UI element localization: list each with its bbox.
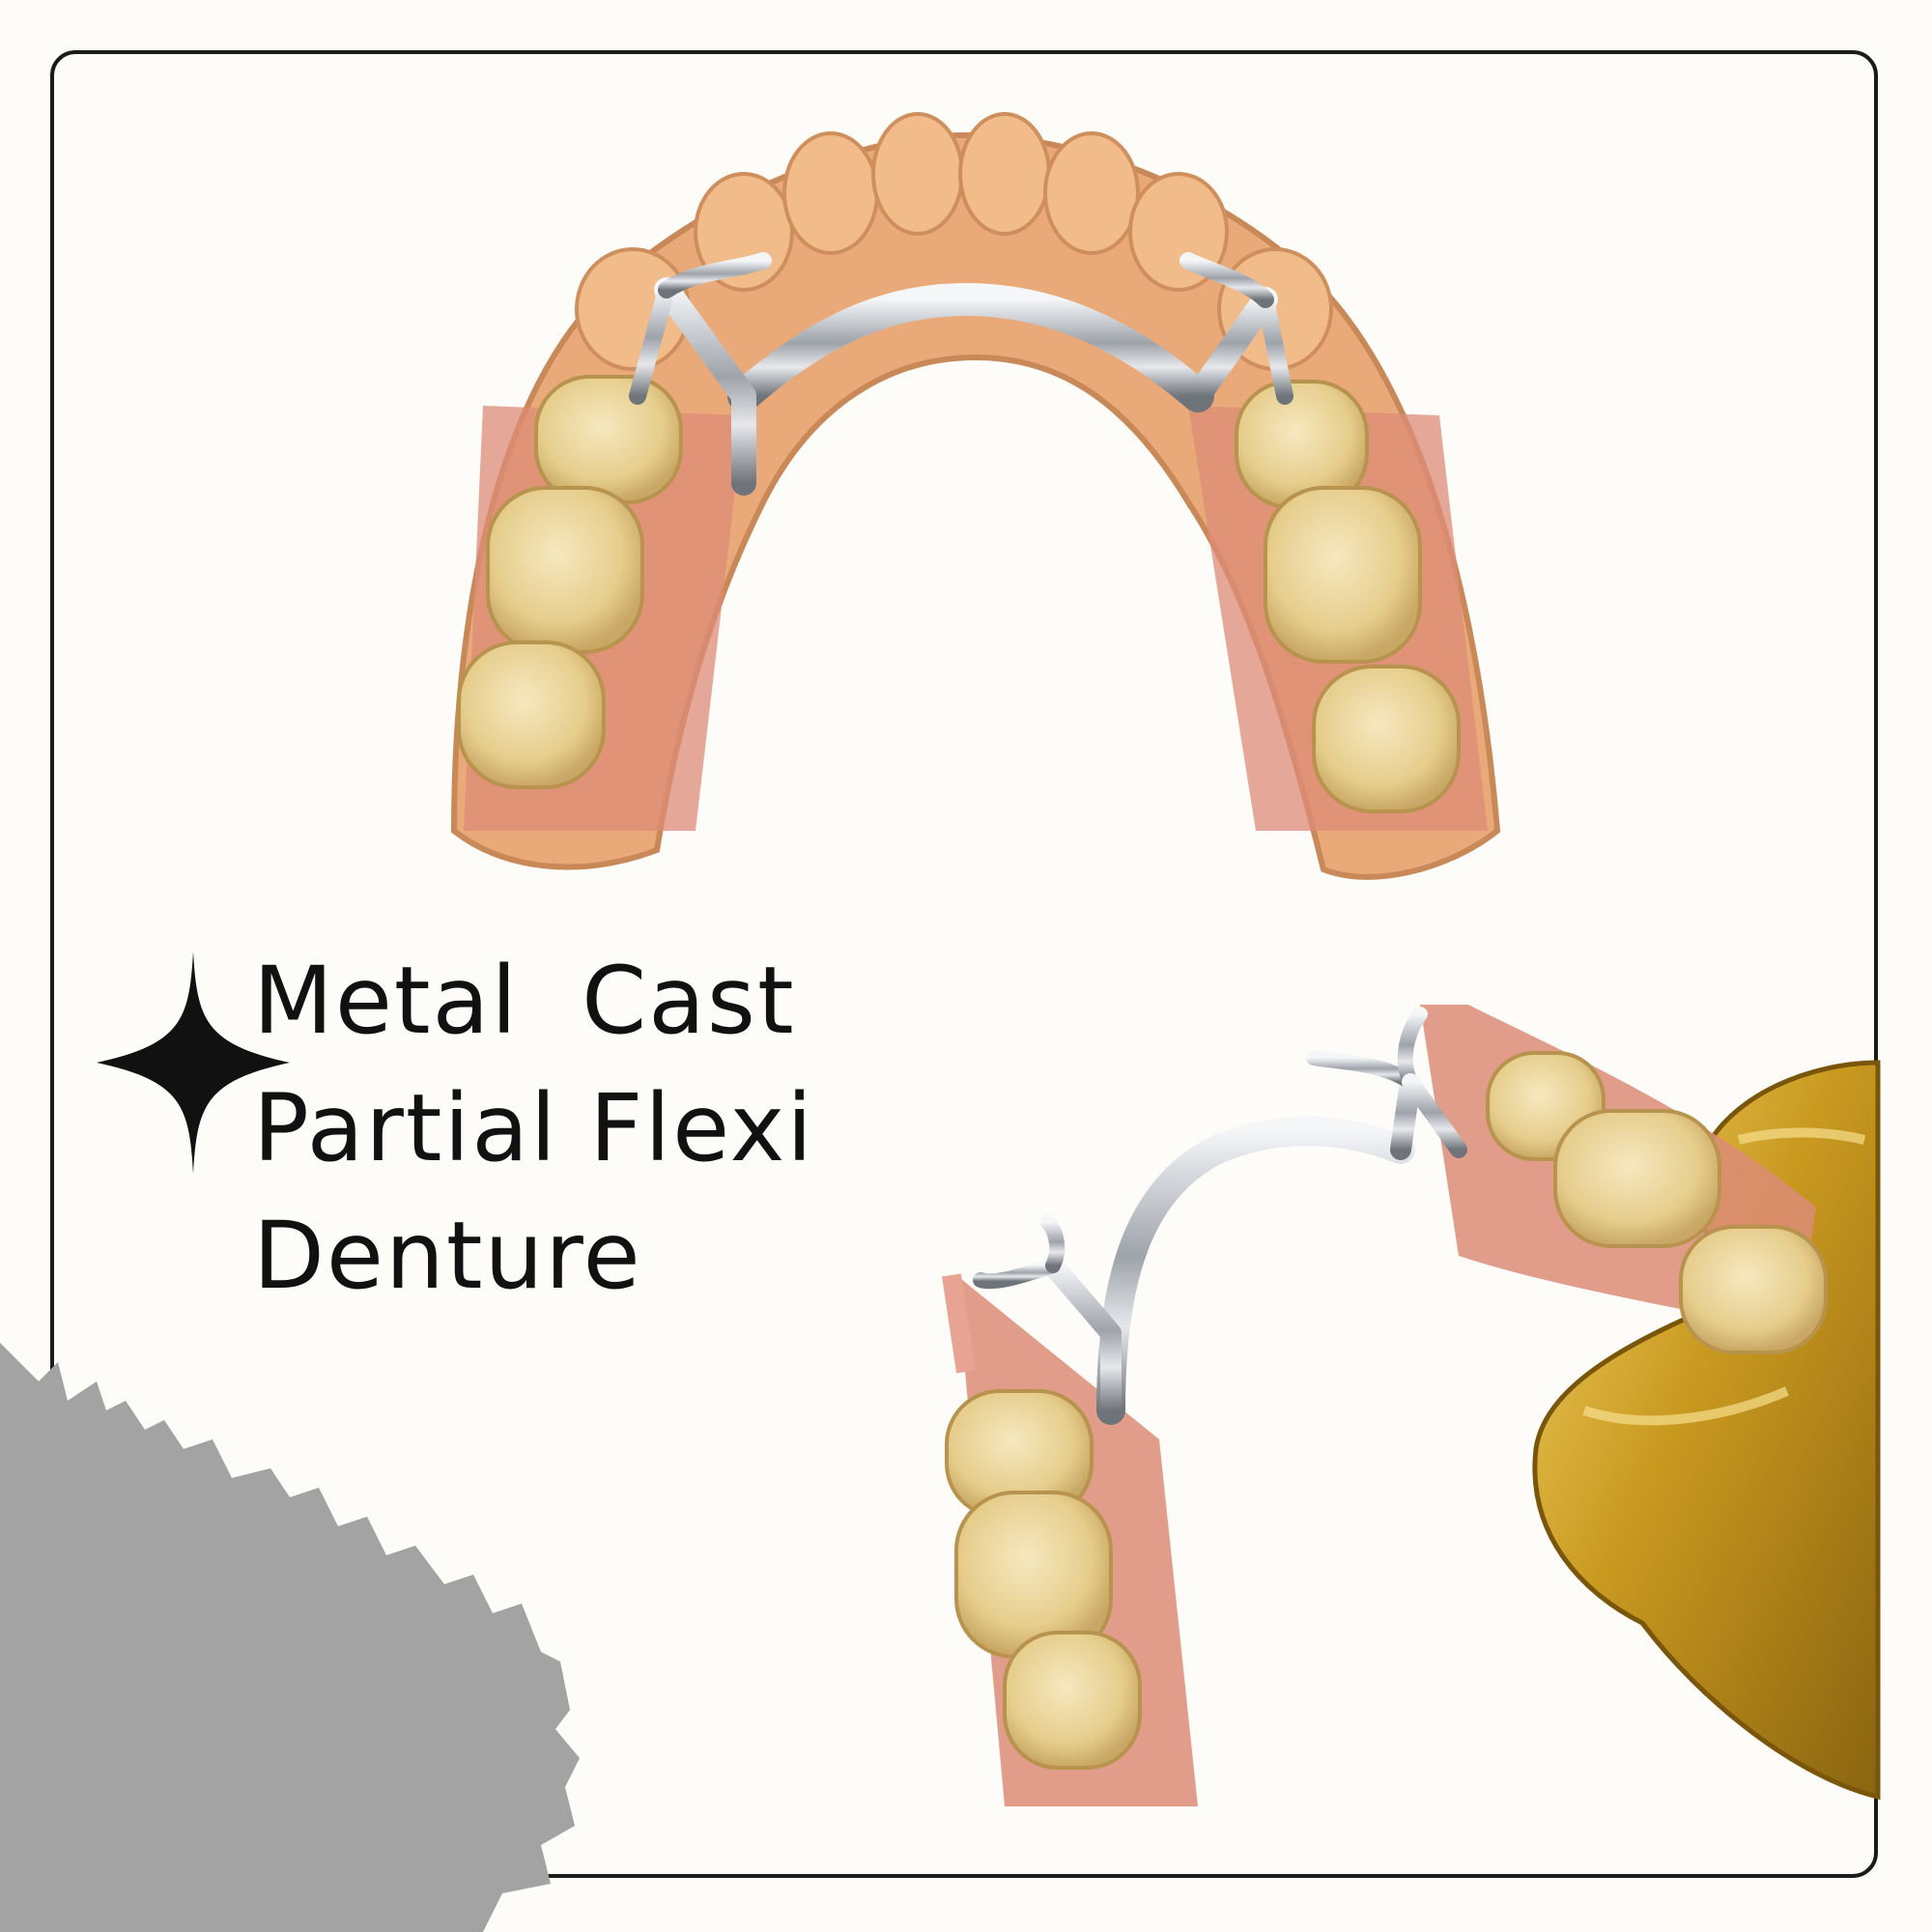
grey-brush-smudge [0, 1343, 580, 1932]
card-frame [50, 50, 1878, 1878]
left-posterior-teeth [457, 375, 683, 789]
headline-line-3: Denture [253, 1202, 642, 1310]
four-point-star-icon [97, 952, 290, 1174]
headline-line-1: Metal Cast [253, 947, 796, 1055]
right-posterior-teeth [1235, 380, 1461, 813]
metal-framework [629, 252, 1293, 496]
held-partial-denture-photo [942, 1005, 1881, 1806]
headline: Metal Cast Partial Flexi Denture [253, 937, 814, 1320]
headline-line-2: Partial Flexi [253, 1074, 814, 1182]
